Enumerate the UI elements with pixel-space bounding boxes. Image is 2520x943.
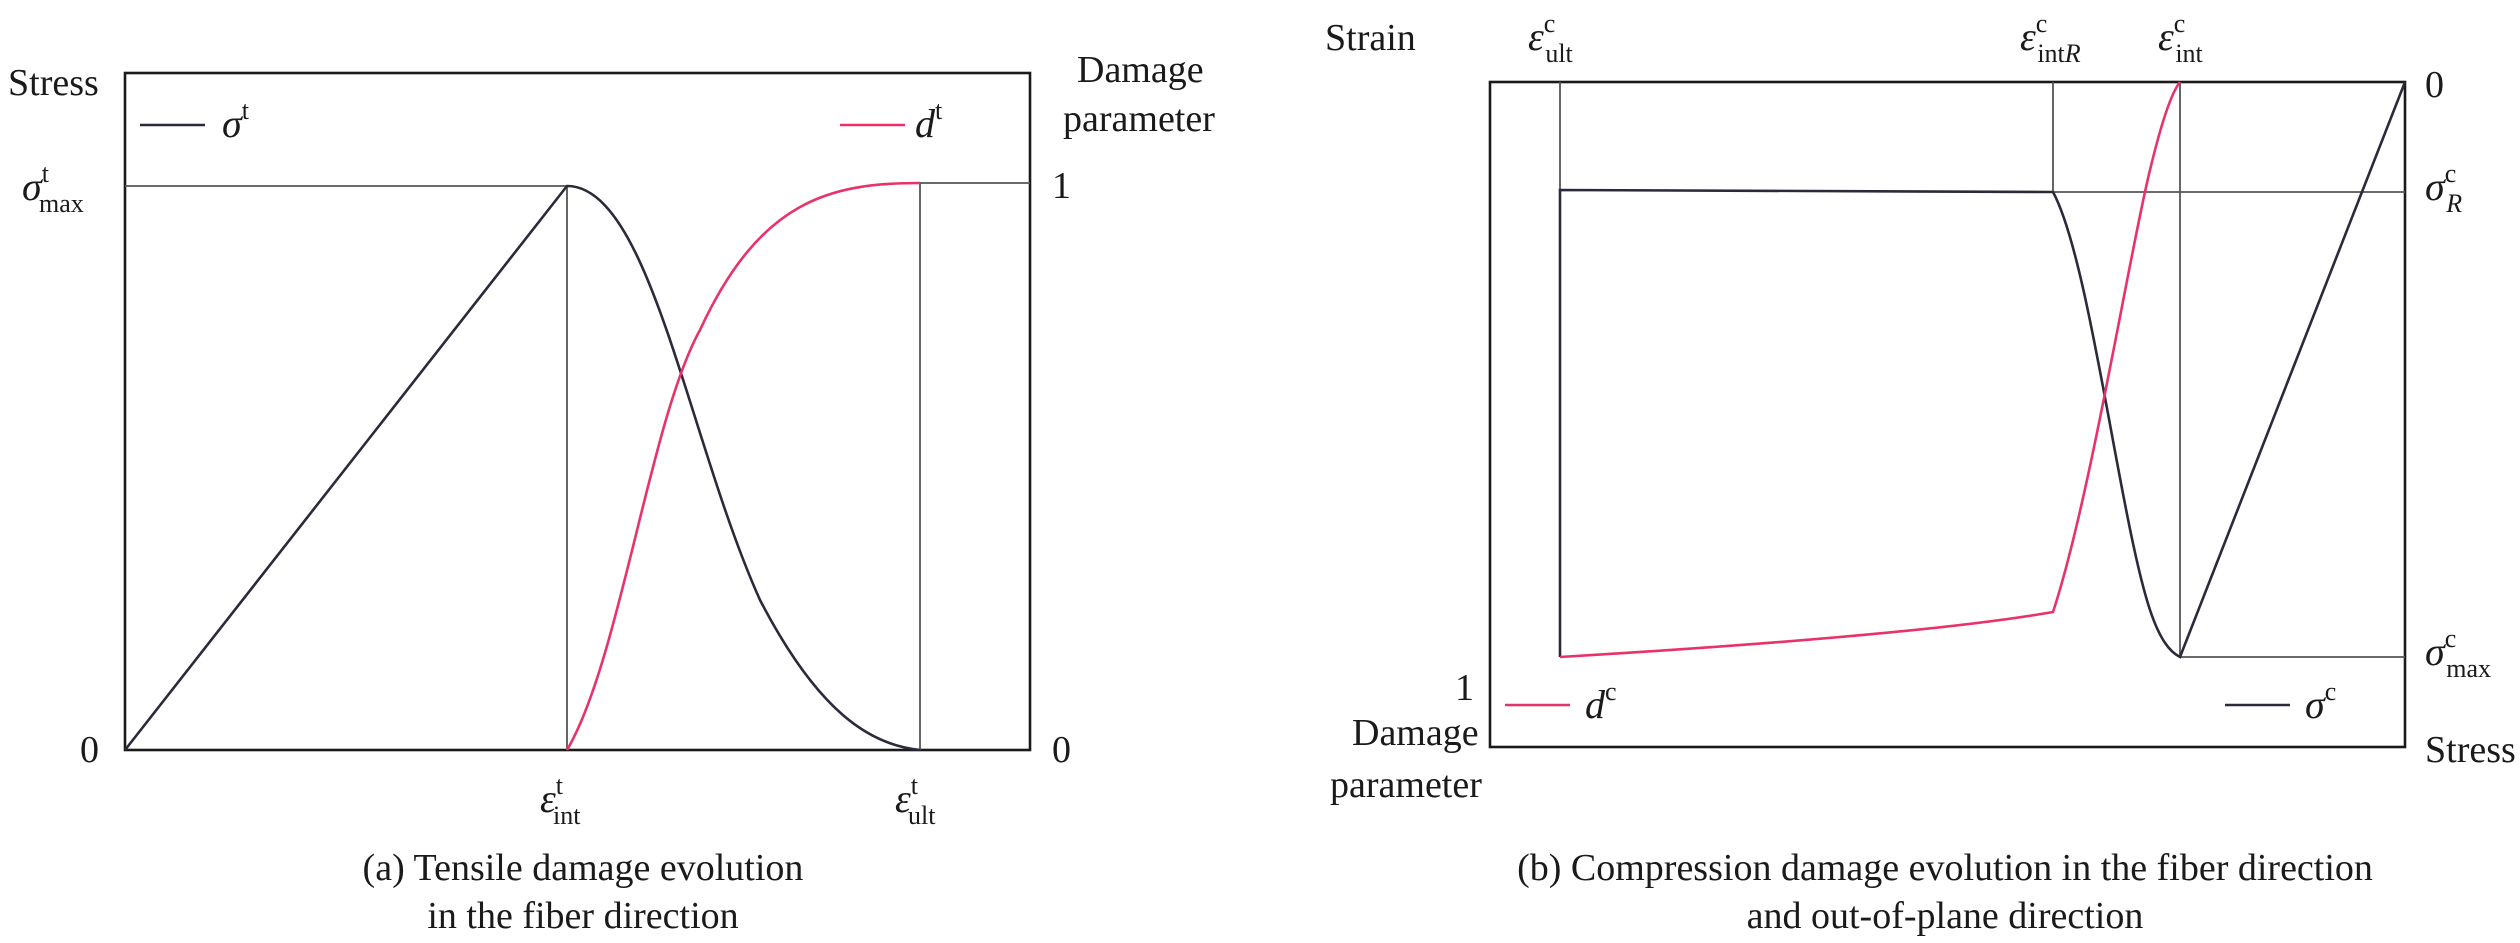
panel-b-stress-label: Stress	[2425, 729, 2516, 771]
panel-a-caption-line1: (a) Tensile damage evolution	[363, 847, 804, 889]
panel-b-legend-stress-label: σc	[2305, 677, 2336, 727]
panel-a-right-one-tick: 1	[1052, 165, 1071, 207]
panel-b-left-one-tick: 1	[1455, 667, 1474, 709]
panel-b-frame	[1488, 80, 2407, 749]
panel-a-stress-curve	[123, 184, 921, 752]
panel-a-right-zero-tick: 0	[1052, 729, 1071, 771]
panel-a-damage-curve	[565, 181, 921, 751]
panel-a-legend-stress-label: σt	[222, 96, 250, 146]
panel-a-damage-label-line2: parameter	[1063, 98, 1215, 140]
panel-b-caption-line2: and out-of-plane direction	[1747, 895, 2144, 937]
panel-a-left-zero-tick: 0	[80, 729, 99, 771]
panel-b-strain-label: Strain	[1325, 17, 1416, 59]
panel-a-stress-label: Stress	[8, 62, 99, 104]
panel-b-right-zero-tick: 0	[2425, 64, 2444, 106]
panel-b-damage-label-line2: parameter	[1330, 764, 1482, 806]
panel-b-legend-damage-label: dc	[1585, 677, 1617, 727]
panel-b-damage-curve	[1559, 81, 2182, 659]
panel-b-caption-line1: (b) Compression damage evolution in the …	[1517, 847, 2373, 889]
panel-b-stress-curve	[1558, 81, 2407, 659]
panel-b-damage-label-line1: Damage	[1352, 712, 1479, 754]
panel-a-frame	[123, 71, 1032, 752]
panel-a-legend-damage-label: dt	[915, 96, 943, 146]
panel-a-damage-label-line1: Damage	[1077, 49, 1204, 91]
panel-a-caption-line2: in the fiber direction	[427, 895, 738, 937]
